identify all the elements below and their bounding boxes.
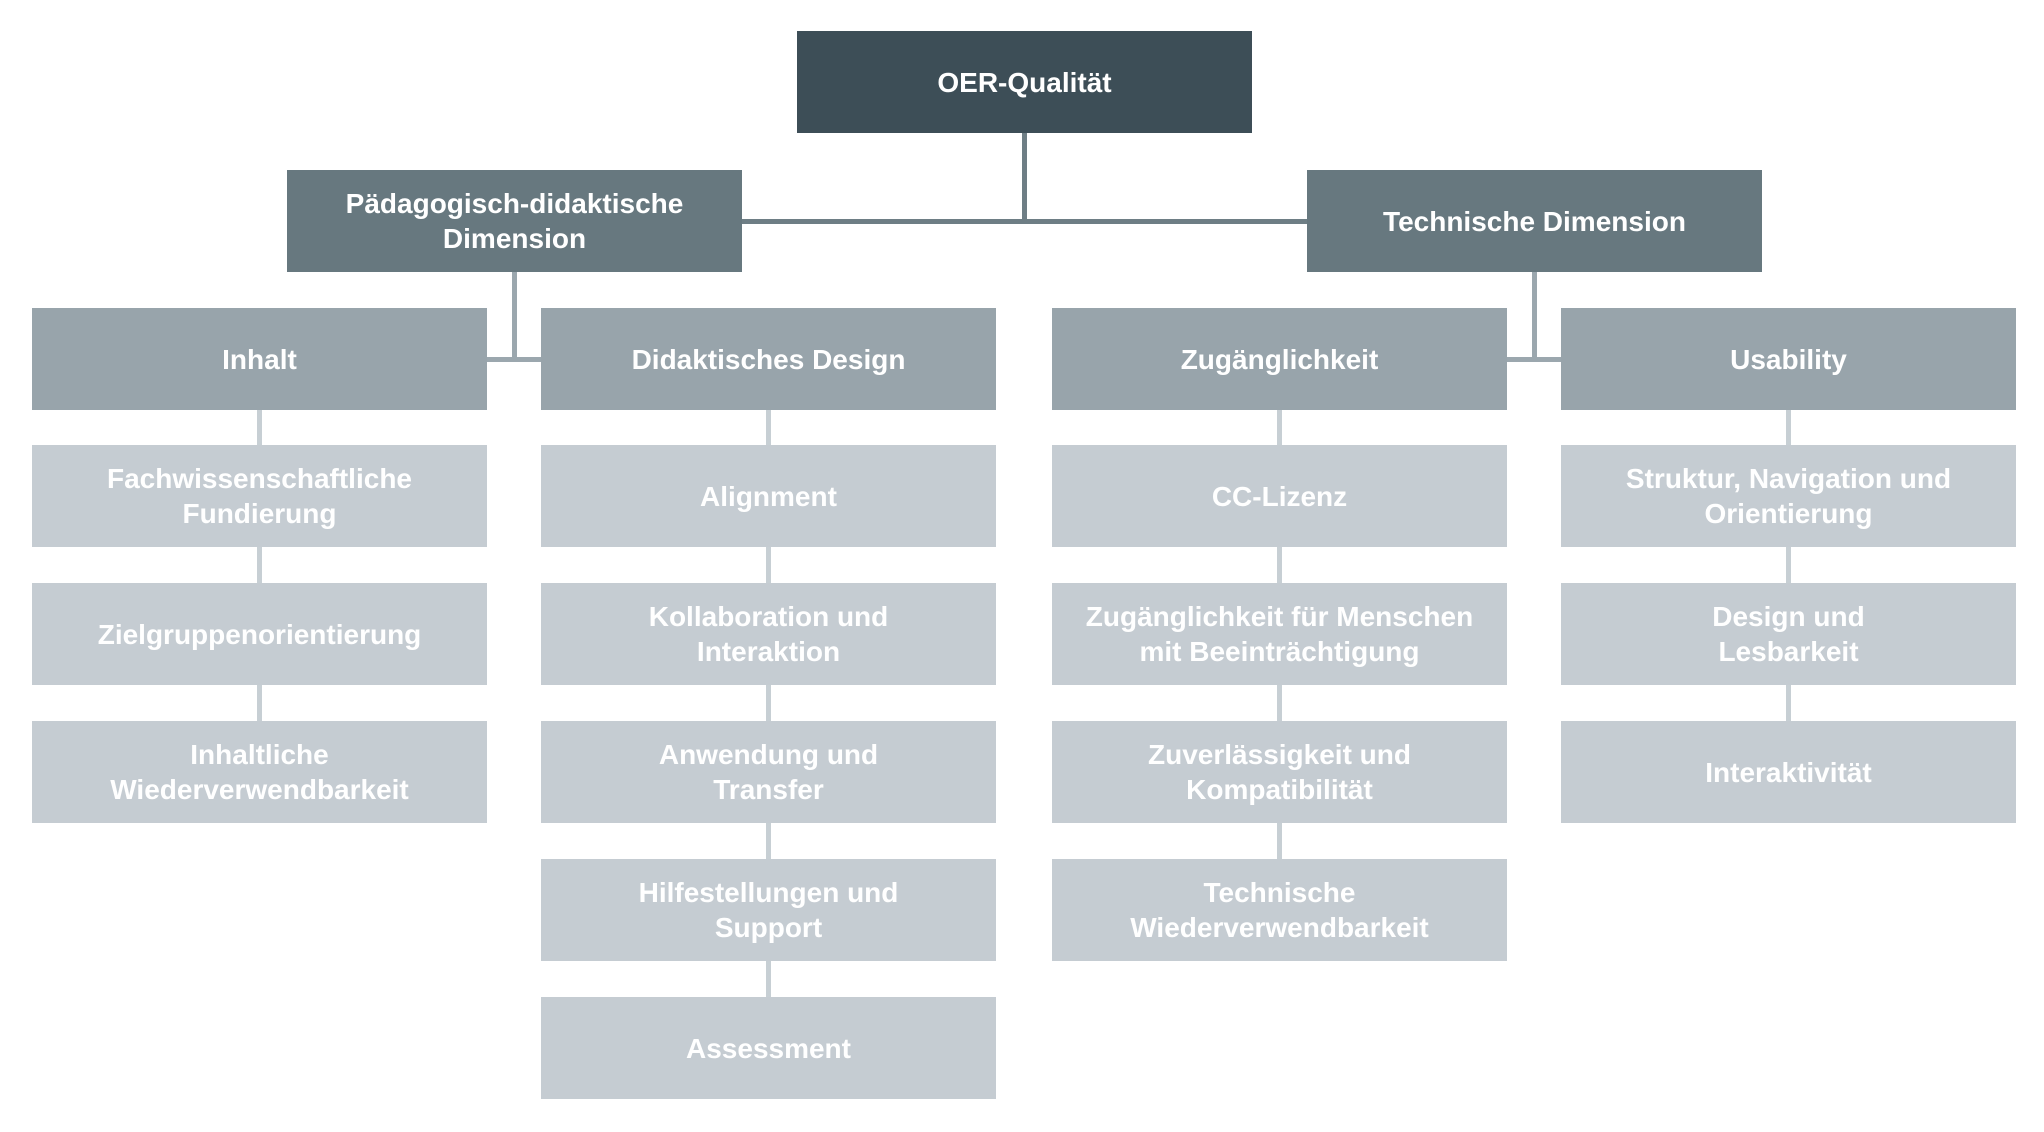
- node-zielgruppenorientierung: Zielgruppenorientierung: [32, 583, 487, 685]
- node-alignment: Alignment: [541, 445, 996, 547]
- node-struktur-navigation-und-orientierung: Struktur, Navigation und Orientierung: [1561, 445, 2016, 547]
- node-hilfestellungen-und-support: Hilfestellungen und Support: [541, 859, 996, 961]
- connector-col1-link1: [257, 547, 262, 583]
- connector-col2-link2: [766, 685, 771, 721]
- node-technische-dimension: Technische Dimension: [1307, 170, 1762, 272]
- connector-technisch-vertical: [1532, 272, 1537, 361]
- node-cc-lizenz: CC-Lizenz: [1052, 445, 1507, 547]
- connector-col4-link2: [1786, 685, 1791, 721]
- node-didaktisches-design: Didaktisches Design: [541, 308, 996, 410]
- node-inhalt: Inhalt: [32, 308, 487, 410]
- connector-didaktisches-design-down: [766, 410, 771, 445]
- connector-root-vertical: [1022, 133, 1027, 223]
- node-anwendung-und-transfer: Anwendung und Transfer: [541, 721, 996, 823]
- connector-col2-link1: [766, 547, 771, 583]
- node-oer-qualitaet: OER-Qualität: [797, 31, 1252, 133]
- connector-usability-down: [1786, 410, 1791, 445]
- node-zugaenglichkeit-fuer-menschen-mit-beeintraechtigung: Zugänglichkeit für Menschen mit Beeinträ…: [1052, 583, 1507, 685]
- node-usability: Usability: [1561, 308, 2016, 410]
- connector-dimensions-horizontal: [742, 219, 1307, 224]
- node-kollaboration-und-interaktion: Kollaboration und Interaktion: [541, 583, 996, 685]
- node-design-und-lesbarkeit: Design und Lesbarkeit: [1561, 583, 2016, 685]
- connector-technisch-bridge: [1507, 357, 1561, 362]
- node-interaktivitaet: Interaktivität: [1561, 721, 2016, 823]
- node-inhaltliche-wiederverwendbarkeit: Inhaltliche Wiederverwendbarkeit: [32, 721, 487, 823]
- connector-paedagogisch-vertical: [512, 272, 517, 361]
- connector-inhalt-down: [257, 410, 262, 445]
- connector-col1-link2: [257, 685, 262, 721]
- node-zuverlaessigkeit-und-kompatibilitaet: Zuverlässigkeit und Kompatibilität: [1052, 721, 1507, 823]
- node-paedagogisch-didaktische-dimension: Pädagogisch-didaktische Dimension: [287, 170, 742, 272]
- node-fachwissenschaftliche-fundierung: Fachwissenschaftliche Fundierung: [32, 445, 487, 547]
- node-assessment: Assessment: [541, 997, 996, 1099]
- node-technische-wiederverwendbarkeit: Technische Wiederverwendbarkeit: [1052, 859, 1507, 961]
- connector-col2-link4: [766, 961, 771, 997]
- connector-col3-link2: [1277, 685, 1282, 721]
- connector-zugaenglichkeit-down: [1277, 410, 1282, 445]
- connector-col4-link1: [1786, 547, 1791, 583]
- connector-col2-link3: [766, 823, 771, 859]
- node-zugaenglichkeit: Zugänglichkeit: [1052, 308, 1507, 410]
- connector-paedagogisch-bridge: [487, 357, 541, 362]
- connector-col3-link1: [1277, 547, 1282, 583]
- connector-col3-link3: [1277, 823, 1282, 859]
